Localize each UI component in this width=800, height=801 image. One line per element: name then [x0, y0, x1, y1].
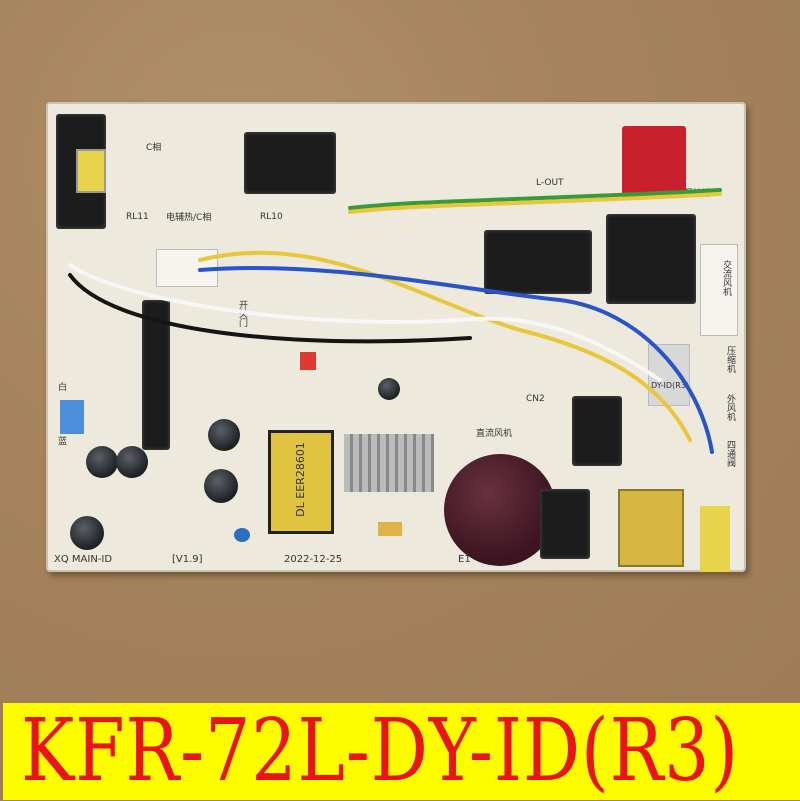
- sticker-text: DY-ID(R3): [651, 381, 689, 390]
- red-relay: [622, 126, 686, 198]
- blue-capacitor: [234, 528, 250, 542]
- yellow-wire: [198, 250, 692, 442]
- capacitor: [378, 378, 400, 400]
- silk-l-out: L-OUT: [536, 178, 564, 188]
- silk-ac-fan: 交流风机: [721, 260, 731, 296]
- green-yellow-wire-stripe: [348, 192, 722, 214]
- relay-right: [572, 396, 622, 466]
- model-caption-banner: KFR-72L-DY-ID(R3): [3, 703, 800, 800]
- silk-date: 2022-12-25: [284, 554, 343, 565]
- silk-rl10: RL10: [260, 212, 283, 222]
- mcu-chip: [142, 300, 170, 450]
- heatsink: [344, 434, 434, 492]
- capacitor: [208, 419, 240, 451]
- green-yellow-wire: [348, 188, 722, 210]
- silk-outdoor-fan: 外风机: [725, 394, 735, 421]
- silk-version: [V1.9]: [172, 554, 203, 565]
- blue-connector: [60, 400, 84, 434]
- silk-white: 白: [58, 383, 68, 393]
- relay-rl10: [244, 132, 336, 194]
- silk-four-way-valve: 四通阀: [725, 440, 735, 467]
- silk-dc-fan: 直流风机: [476, 429, 513, 439]
- silk-board-name: XQ MAIN-ID: [54, 554, 113, 565]
- red-connector: [300, 352, 316, 370]
- relay-group: [606, 214, 696, 304]
- relay-center: [484, 230, 592, 294]
- capacitor: [116, 446, 148, 478]
- blue-wire: [198, 265, 714, 454]
- yellow-capacitor: [378, 522, 402, 536]
- silk-rl11: RL11: [126, 212, 149, 222]
- pcb-board: DL EER28601 DY-ID(R3) C相 电辅热/C相 RL11 RL1…: [46, 102, 746, 572]
- silk-e1: E1: [458, 554, 471, 565]
- silk-compressor: 压缩机: [725, 346, 735, 373]
- silk-aux-heat: 电辅热/C相: [166, 213, 212, 223]
- capacitor: [86, 446, 118, 478]
- connector-right: [700, 244, 738, 336]
- bridge-rectifier: [540, 489, 590, 559]
- silk-c-phase: C相: [146, 143, 162, 153]
- yellow-tape: [700, 506, 730, 572]
- model-caption: KFR-72L-DY-ID(R3): [21, 701, 740, 801]
- main-capacitor: [444, 454, 556, 566]
- capacitor: [70, 516, 104, 550]
- switching-transformer: DL EER28601: [268, 430, 334, 534]
- silk-blue: 蓝: [58, 437, 68, 447]
- silk-cn2: CN2: [526, 394, 545, 404]
- black-wire: [68, 273, 472, 344]
- capacitor: [204, 469, 238, 503]
- white-wire: [68, 263, 662, 382]
- transformer-yellow-core: [76, 149, 106, 193]
- power-transformer: [618, 489, 684, 567]
